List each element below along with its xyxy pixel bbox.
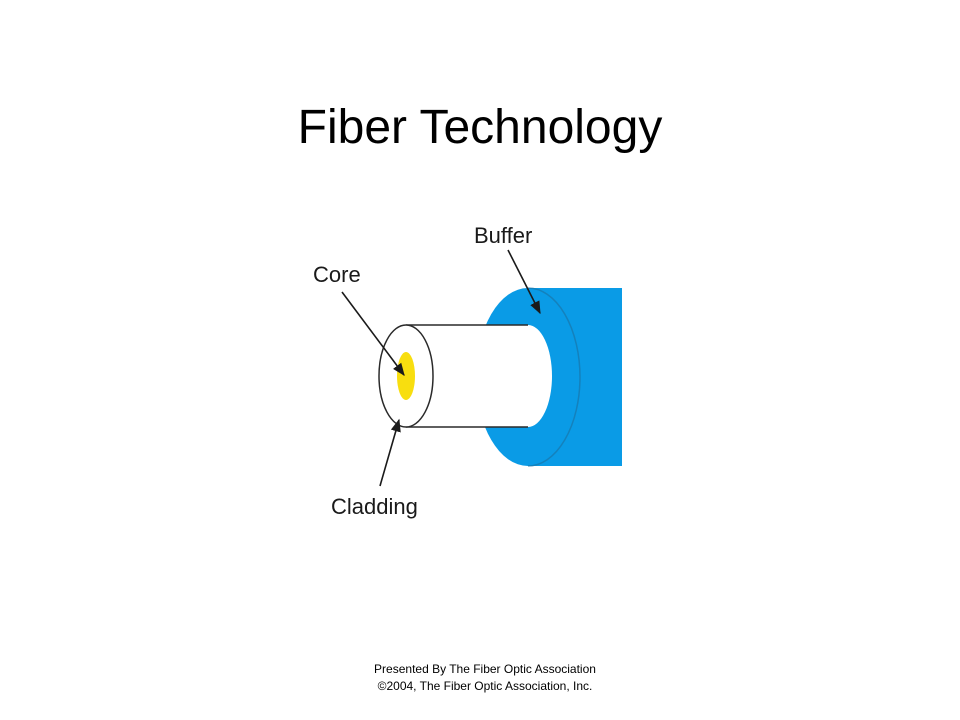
buffer-arrow [507, 249, 541, 315]
cladding-arrow [379, 418, 401, 487]
core [397, 352, 415, 400]
buffer-edge [527, 287, 581, 467]
footer-copyright: ©2004, The Fiber Optic Association, Inc. [377, 679, 593, 693]
footer: Presented By The Fiber Optic Association… [0, 661, 960, 695]
cladding-label: Cladding [331, 494, 418, 519]
cladding-layer [378, 324, 552, 428]
core-arrow [341, 291, 405, 377]
footer-presenter: Presented By The Fiber Optic Association [374, 662, 596, 676]
cladding-body [406, 325, 552, 427]
core-label: Core [313, 262, 361, 287]
slide-title: Fiber Technology [297, 101, 663, 154]
buffer-label: Buffer [474, 223, 532, 248]
